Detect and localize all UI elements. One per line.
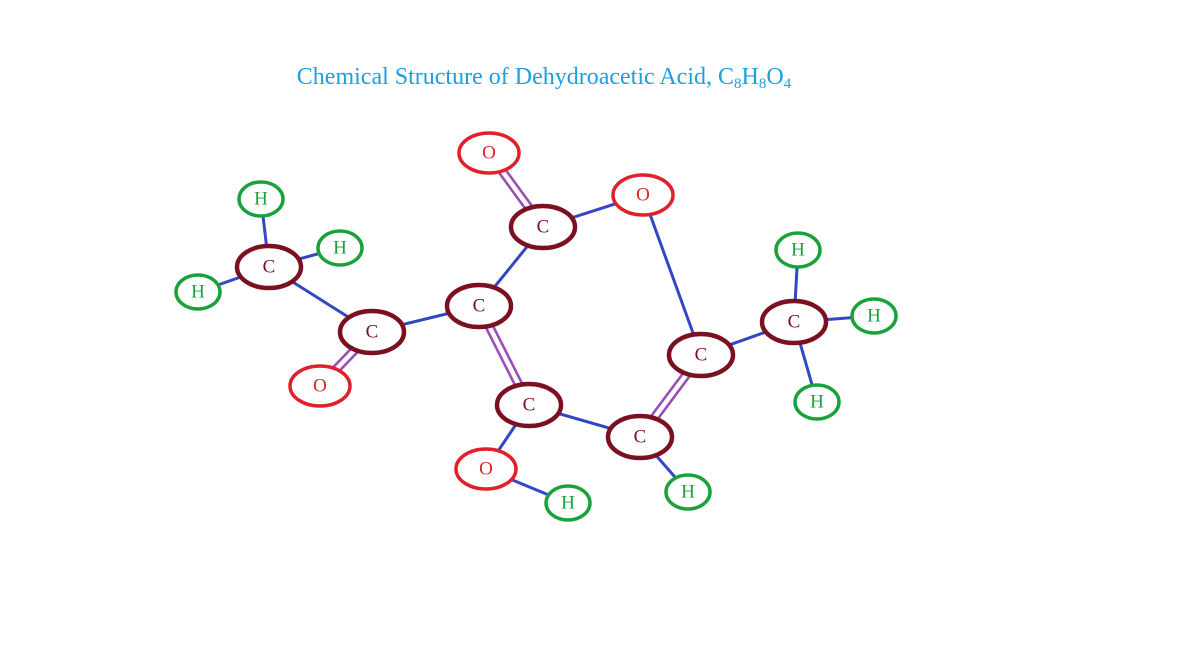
atom-h_mr_bottom-label: H	[810, 391, 824, 412]
atom-c_ring3-circle	[444, 282, 514, 330]
atom-o_hydroxyl-circle	[454, 447, 518, 491]
title-prefix: Chemical Structure of Dehydroacetic Acid…	[296, 64, 734, 90]
atom-h_mr_bottom: H	[793, 383, 841, 421]
atom-c_ring6-circle	[666, 331, 736, 379]
atom-o_acetyl-circle	[288, 364, 352, 408]
atom-c_methyl_left: C	[234, 243, 304, 291]
atom-c_methyl_right-circle	[759, 298, 829, 346]
atom-h_mr_right-circle	[850, 297, 898, 335]
atom-c_methyl_left-label: C	[263, 256, 276, 277]
atom-h_ring5-circle	[664, 473, 712, 511]
atom-c_methyl_left-circle	[234, 243, 304, 291]
atom-h_hydroxyl-circle	[544, 484, 592, 522]
atom-h_ml_right-label: H	[333, 237, 347, 258]
atom-c_ring4: C	[494, 381, 564, 429]
atom-c_acetyl-label: C	[366, 321, 379, 342]
atom-c_ring6: C	[666, 331, 736, 379]
atom-c_ring3-label: C	[473, 295, 486, 316]
atoms-layer: C H H H C O C C O O C O H C H C C H H H	[174, 131, 898, 522]
atom-h_ml_right-circle	[316, 229, 364, 267]
atom-c_ring5-circle	[605, 413, 675, 461]
diagram-title: Chemical Structure of Dehydroacetic Acid…	[0, 62, 1088, 99]
atom-c_ring3: C	[444, 282, 514, 330]
atom-c_ring4-circle	[494, 381, 564, 429]
atom-o_hydroxyl: O	[454, 447, 518, 491]
atom-c_ring2-label: C	[537, 216, 550, 237]
atom-c_ring2: C	[508, 203, 578, 251]
title-element-h: H	[741, 64, 759, 90]
atom-h_ml_right: H	[316, 229, 364, 267]
atom-h_ml_left-circle	[174, 273, 222, 311]
atom-c_ring6-label: C	[695, 344, 708, 365]
atom-o_carbonyl: O	[457, 131, 521, 175]
atom-h_mr_top-label: H	[791, 239, 805, 260]
atom-o_ring: O	[611, 173, 675, 217]
atom-o_acetyl: O	[288, 364, 352, 408]
atom-h_ring5: H	[664, 473, 712, 511]
atom-h_ml_top-circle	[237, 180, 285, 218]
title-subscript-o: 4	[783, 76, 792, 92]
title-element-o: O	[766, 64, 784, 90]
atom-h_ml_left-label: H	[191, 281, 205, 302]
title-subscript-c: 8	[734, 76, 742, 92]
atom-c_ring2-circle	[508, 203, 578, 251]
atom-c_methyl_right-label: C	[788, 311, 801, 332]
atom-c_acetyl: C	[337, 308, 407, 356]
atom-o_ring-circle	[611, 173, 675, 217]
atom-h_mr_top: H	[774, 231, 822, 269]
title-subscript-h: 8	[758, 76, 767, 92]
atom-c_ring5: C	[605, 413, 675, 461]
atom-o_carbonyl-label: O	[482, 142, 496, 163]
atom-h_mr_right: H	[850, 297, 898, 335]
atom-h_mr_right-label: H	[867, 305, 881, 326]
atom-h_hydroxyl-label: H	[561, 492, 575, 513]
atom-h_mr_top-circle	[774, 231, 822, 269]
atom-o_ring-label: O	[636, 184, 650, 205]
bond-o_ring-c_ring6	[641, 194, 703, 356]
atom-c_ring4-label: C	[523, 394, 536, 415]
atom-o_carbonyl-circle	[457, 131, 521, 175]
atom-h_ring5-label: H	[681, 481, 695, 502]
atom-h_mr_bottom-circle	[793, 383, 841, 421]
atom-c_ring5-label: C	[634, 426, 647, 447]
atom-h_ml_top-label: H	[254, 188, 268, 209]
atom-h_ml_left: H	[174, 273, 222, 311]
atom-o_hydroxyl-label: O	[479, 458, 493, 479]
atom-o_acetyl-label: O	[313, 375, 327, 396]
atom-c_acetyl-circle	[337, 308, 407, 356]
atom-h_ml_top: H	[237, 180, 285, 218]
atom-h_hydroxyl: H	[544, 484, 592, 522]
atom-c_methyl_right: C	[759, 298, 829, 346]
